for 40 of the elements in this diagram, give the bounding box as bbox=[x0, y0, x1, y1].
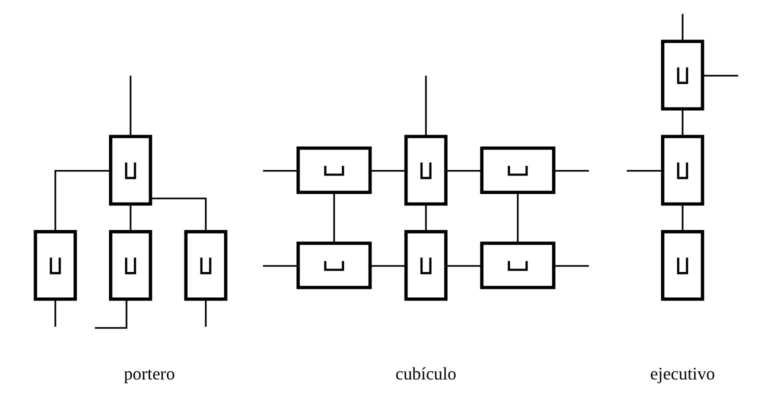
connector bbox=[370, 170, 406, 172]
label: portero bbox=[123, 364, 174, 384]
node-box bbox=[108, 230, 152, 301]
node-box bbox=[404, 134, 448, 206]
connector bbox=[94, 299, 127, 329]
node-box bbox=[296, 146, 372, 194]
connector bbox=[204, 299, 206, 327]
connector bbox=[681, 108, 683, 136]
node-box bbox=[660, 230, 704, 301]
connector bbox=[445, 265, 482, 267]
connector bbox=[129, 204, 131, 232]
connector bbox=[129, 76, 131, 136]
node-box bbox=[184, 230, 227, 301]
label: ejecutivo bbox=[650, 364, 715, 384]
node-box bbox=[660, 40, 704, 111]
connector bbox=[424, 204, 426, 232]
connector bbox=[516, 192, 518, 244]
node-box bbox=[108, 134, 152, 206]
connector bbox=[262, 265, 298, 267]
connector bbox=[370, 265, 406, 267]
node-box bbox=[404, 230, 448, 301]
label: cubículo bbox=[394, 364, 456, 384]
connector bbox=[262, 170, 298, 172]
connector bbox=[681, 14, 683, 42]
node-box bbox=[296, 242, 372, 290]
node-box bbox=[33, 230, 76, 301]
node-box bbox=[480, 242, 555, 290]
connector bbox=[554, 265, 588, 267]
connector bbox=[681, 204, 683, 232]
connector bbox=[554, 170, 588, 172]
connector bbox=[702, 74, 738, 76]
connector bbox=[332, 192, 334, 244]
node-box bbox=[660, 134, 704, 206]
connector bbox=[445, 170, 482, 172]
connector bbox=[150, 198, 206, 232]
connector bbox=[424, 76, 426, 136]
node-box bbox=[480, 146, 555, 194]
connector bbox=[54, 170, 110, 232]
connector bbox=[626, 170, 662, 172]
connector bbox=[54, 299, 56, 327]
